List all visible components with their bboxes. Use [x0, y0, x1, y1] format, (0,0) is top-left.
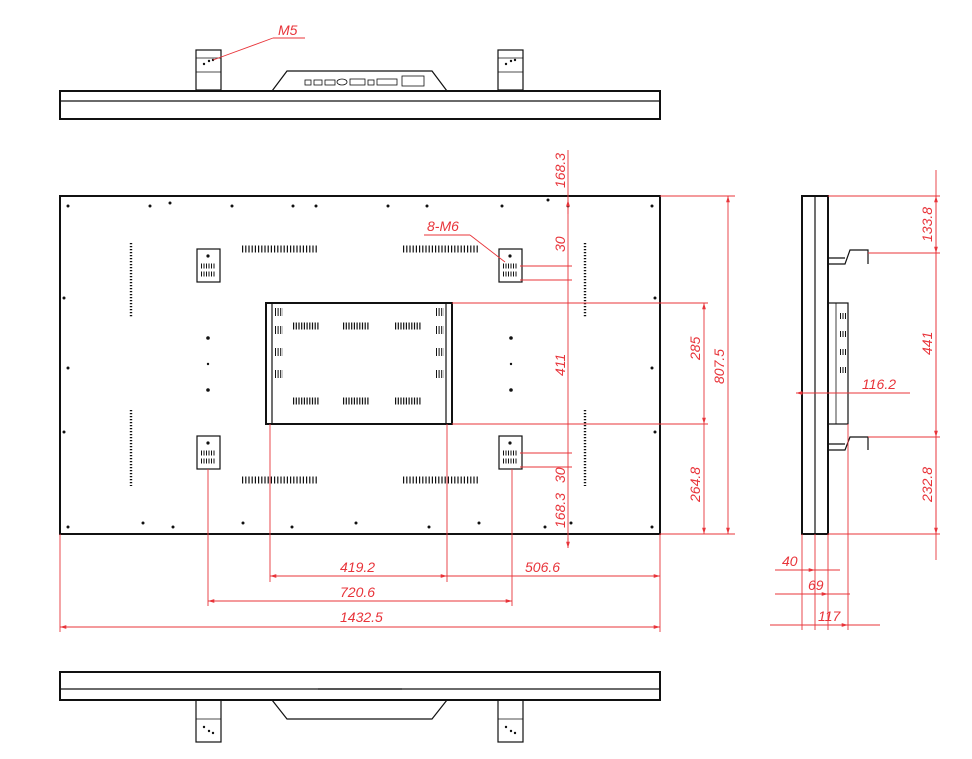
- dim-40: 40: [782, 553, 798, 569]
- dim-441: 441: [919, 332, 935, 355]
- dim-232-8: 232.8: [919, 467, 935, 503]
- dim-30-bottom: 30: [552, 467, 568, 483]
- dim-168-3-top: 168.3: [552, 153, 568, 188]
- mount-brackets: [196, 248, 523, 470]
- dim-69: 69: [808, 577, 824, 593]
- dim-419-2: 419.2: [340, 559, 375, 575]
- dim-720-6: 720.6: [340, 584, 375, 600]
- front-view: 8-M6: [59, 195, 661, 535]
- bottom-view: [59, 671, 661, 743]
- dim-30-top: 30: [552, 236, 568, 252]
- m5-label: M5: [278, 22, 298, 38]
- dim-1432-5: 1432.5: [340, 609, 383, 625]
- side-dimensions: 133.8 441 232.8 116.2 40 69 117: [770, 170, 940, 630]
- dim-285: 285: [687, 336, 703, 361]
- dim-117: 117: [818, 608, 842, 624]
- io-ports: [304, 75, 425, 87]
- side-view: [801, 195, 869, 535]
- dim-116-2: 116.2: [862, 376, 896, 392]
- dim-264-8: 264.8: [687, 467, 703, 503]
- dim-168-3-bottom: 168.3: [552, 493, 568, 528]
- top-bottom-vents: [242, 245, 478, 484]
- side-vents: [129, 243, 587, 486]
- dim-807-5: 807.5: [711, 349, 727, 384]
- dim-133-8: 133.8: [919, 207, 935, 242]
- dim-411: 411: [552, 354, 568, 376]
- top-view: M5: [59, 22, 661, 120]
- front-dimensions: 168.3 30 411 30 168.3 285 264.8 807.5 41…: [59, 150, 735, 632]
- center-electronics-box: [265, 302, 453, 425]
- 8-m6-label: 8-M6: [427, 218, 459, 234]
- dim-506-6: 506.6: [525, 559, 560, 575]
